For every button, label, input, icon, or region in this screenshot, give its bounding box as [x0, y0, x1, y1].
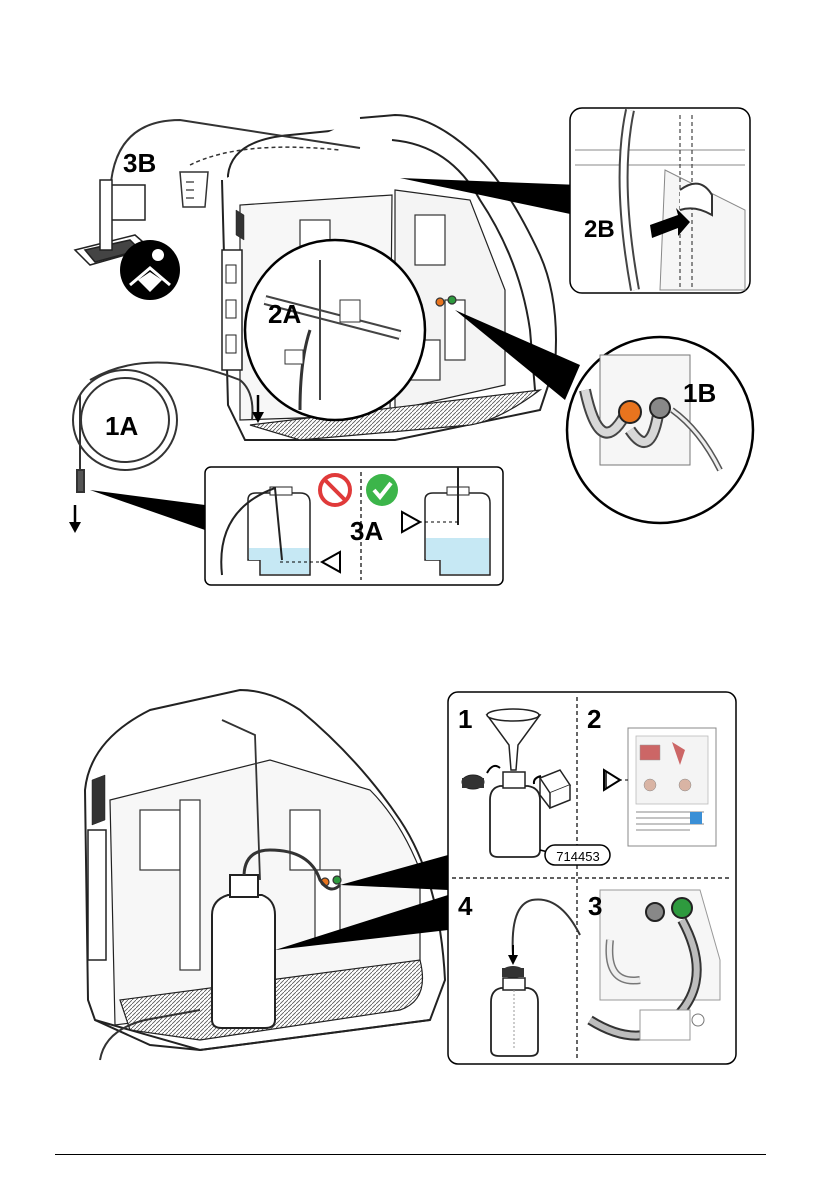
label-2b: 2B [584, 216, 615, 243]
bottom-figure: 1 714453 2 [85, 690, 736, 1064]
arrow-down-icon [69, 505, 81, 533]
label-3a: 3A [350, 516, 383, 546]
callout-wedge-3a [90, 490, 205, 530]
footer-rule [55, 1154, 766, 1155]
label-3b: 3B [123, 148, 156, 178]
forbidden-icon [320, 475, 350, 505]
label-1a: 1A [105, 411, 138, 441]
part-number-label: 714453 [556, 849, 599, 864]
label-1b: 1B [683, 378, 716, 408]
read-manual-icon [120, 240, 180, 300]
label-step-2: 2 [587, 704, 601, 734]
bottle-cap [462, 775, 484, 789]
label-step-1: 1 [458, 704, 472, 734]
beaker-icon [180, 172, 208, 207]
detail-box-2b [570, 108, 750, 293]
label-step-4: 4 [458, 891, 473, 921]
detail-circle-2a [245, 240, 425, 420]
step-3-connect-tube [580, 882, 730, 1057]
label-step-3: 3 [588, 891, 602, 921]
checkmark-icon [366, 474, 398, 506]
detail-circle-1b [567, 337, 753, 523]
orange-fitting [619, 401, 641, 423]
green-fitting [672, 898, 692, 918]
top-figure: 2A 3B 1A [69, 108, 753, 585]
label-2a: 2A [268, 299, 301, 329]
